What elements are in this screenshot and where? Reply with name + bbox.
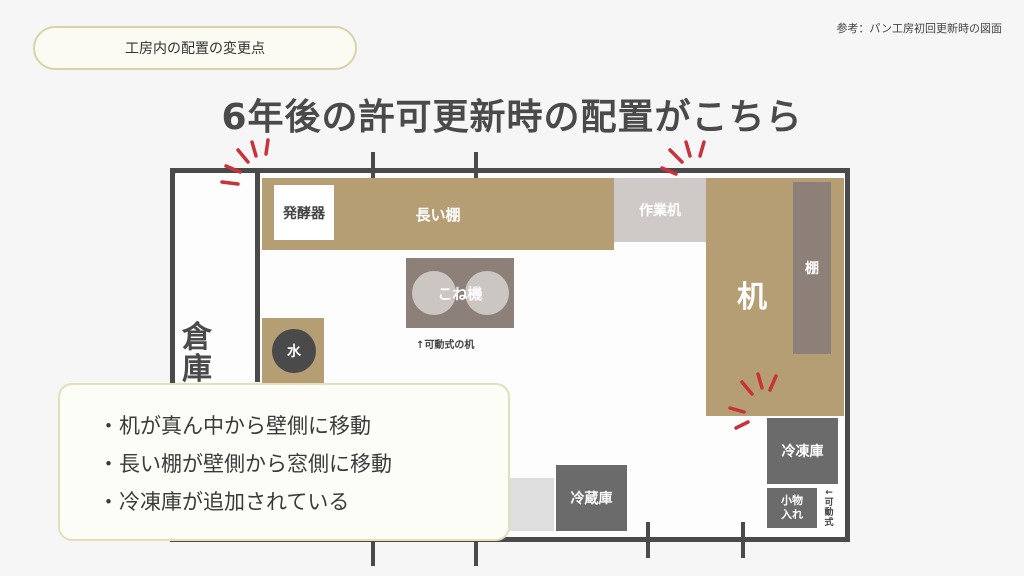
freezer: 冷凍庫 [767,418,838,484]
fermenter: 発酵器 [274,185,334,240]
sink: 水 [272,329,316,373]
emphasis-mark [740,380,754,396]
slide-title: 6年後の許可更新時の配置がこちら [221,97,803,138]
counter-box [508,478,554,531]
sink-label: 水 [287,344,301,360]
emphasis-mark [728,406,746,414]
emphasis-mark [250,140,258,158]
emphasis-mark [236,148,250,164]
refrigerator-label: 冷蔵庫 [570,491,613,507]
emphasis-mark [684,140,692,158]
rack: 棚 [793,182,831,354]
section-pill-label: 工房内の配置の変更点 [125,41,265,57]
mobile-desk-note: ↑可動式の机 [416,340,475,351]
emphasis-mark [668,148,684,164]
kneader-label: こね機 [437,285,483,303]
reference-note: 参考：パン工房初回更新時の図面 [836,22,1002,35]
work-desk: 作業机 [614,178,706,242]
window-tick [371,530,375,566]
small-items-label-2: 入れ [781,508,803,521]
emphasis-mark [768,374,778,392]
change-item: ・冷凍庫が追加されている [98,490,350,514]
window-tick [646,522,650,558]
small-items-note: ←可動式 [824,488,834,528]
freezer-label: 冷凍庫 [781,444,824,460]
desk-label: 机 [737,280,767,315]
emphasis-mark [734,420,750,430]
refrigerator: 冷蔵庫 [556,465,627,531]
emphasis-mark [698,140,706,158]
long-shelf-label: 長い棚 [415,205,461,224]
change-summary-callout: ・机が真ん中から壁側に移動 ・長い棚が壁側から窓側に移動 ・冷凍庫が追加されてい… [58,383,510,541]
emphasis-mark [756,372,764,390]
window-tick [474,530,478,566]
kneader-bowl [412,271,456,315]
window-tick [741,522,745,558]
change-item: ・机が真ん中から壁側に移動 [98,414,371,438]
emphasis-mark [220,180,240,186]
emphasis-mark [224,164,242,174]
fermenter-label: 発酵器 [283,205,325,222]
section-pill: 工房内の配置の変更点 [33,26,357,70]
rack-label: 棚 [805,261,819,277]
emphasis-mark [264,138,270,156]
work-desk-label: 作業机 [639,203,681,219]
emphasis-mark [660,166,678,176]
small-items-box: 小物 入れ [767,488,817,528]
storage-label: 倉庫 [182,320,212,387]
window-tick [371,152,375,188]
window-tick [474,152,478,188]
kneader-bowl [465,271,509,315]
storage-wall [255,172,260,382]
change-item: ・長い棚が壁側から窓側に移動 [98,452,392,476]
small-items-label-1: 小物 [781,494,803,507]
